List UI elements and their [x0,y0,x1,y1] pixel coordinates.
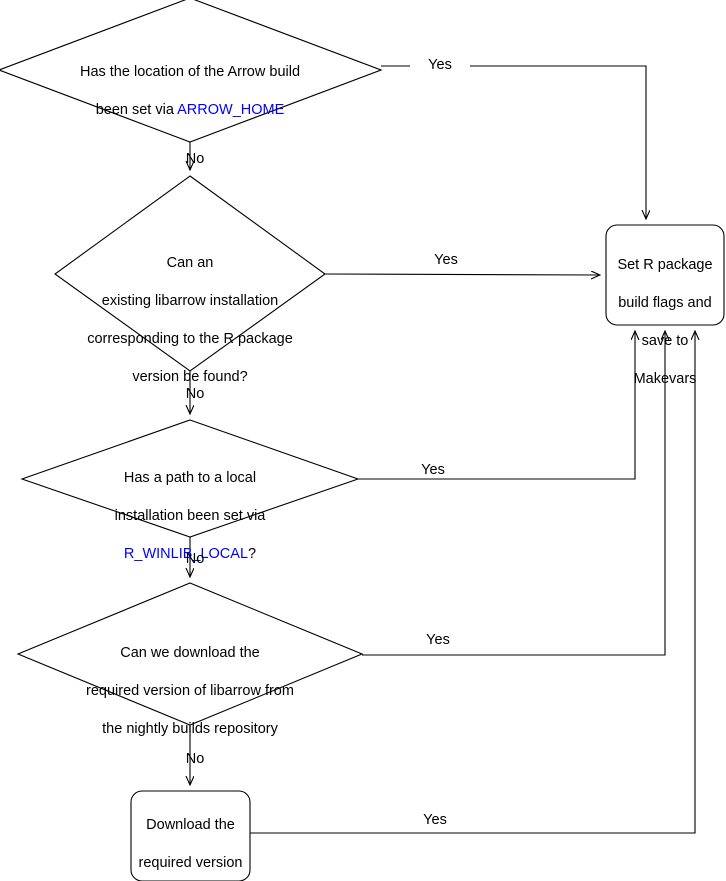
edge-label-arrow-home-no: No [185,151,205,167]
edge-label-nightly-download-no: No [185,751,205,767]
edge-label-rwinlib-yes: Yes [423,812,447,828]
edge-label-existing-libarrow-yes: Yes [434,252,458,268]
node-arrow-home-decision-shape [0,0,383,143]
node-existing-libarrow-decision-shape [54,175,326,372]
edge-arrow-home-yes [381,65,646,219]
edge-nightly-download-yes [362,331,665,656]
node-nightly-download-decision-shape [16,582,364,726]
edge-rwinlib-yes [250,331,695,834]
edge-label-existing-libarrow-no: No [185,386,205,402]
edge-existing-libarrow-yes [324,274,600,275]
node-local-install-decision-shape [20,419,360,538]
node-set-build-flags-process-shape [605,224,725,326]
edge-local-install-yes [358,331,635,480]
edge-label-arrow-home-yes: Yes [410,57,470,74]
edge-label-local-install-no: No [185,551,205,567]
edge-label-local-install-yes: Yes [421,462,445,478]
edge-label-nightly-download-yes: Yes [426,632,450,648]
node-download-rwinlib-process-shape [130,790,251,881]
